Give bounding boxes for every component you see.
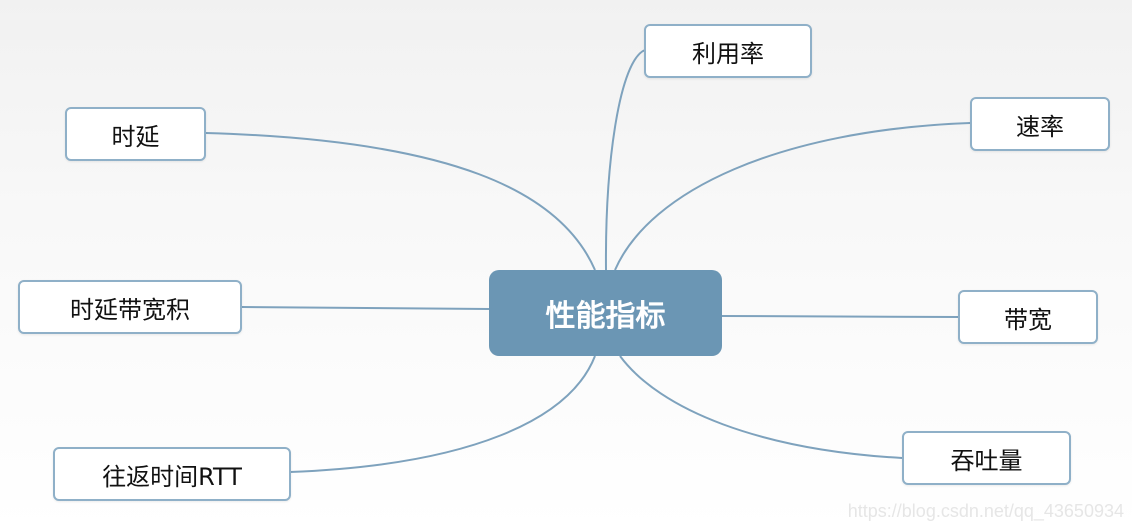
node-bandwidth[interactable]: 带宽	[958, 290, 1098, 344]
node-rtt[interactable]: 往返时间RTT	[53, 447, 291, 501]
node-label: 时延	[111, 122, 160, 151]
node-label: 吞吐量	[950, 446, 1023, 475]
link-bandwidth	[721, 315, 959, 318]
link-rtt	[289, 355, 596, 473]
node-utilization[interactable]: 利用率	[644, 24, 812, 78]
link-rate	[614, 122, 971, 271]
node-label: 速率	[1016, 112, 1064, 141]
center-node-performance-metrics[interactable]: 性能指标	[489, 270, 722, 356]
watermark: https://blog.csdn.net/qq_43650934	[847, 501, 1124, 521]
node-label: 往返时间RTT	[102, 462, 242, 491]
link-throughput	[619, 355, 903, 459]
link-utilization	[604, 49, 646, 271]
link-bdp	[241, 306, 490, 310]
node-rate[interactable]: 速率	[970, 97, 1110, 151]
node-latency-bandwidth-product[interactable]: 时延带宽积	[18, 280, 242, 334]
node-throughput[interactable]: 吞吐量	[902, 431, 1071, 485]
link-latency	[205, 132, 596, 271]
center-node-label: 性能指标	[545, 299, 666, 334]
node-latency[interactable]: 时延	[65, 107, 206, 161]
node-label: 时延带宽积	[70, 295, 190, 324]
node-label: 带宽	[1004, 305, 1052, 334]
node-label: 利用率	[692, 39, 764, 68]
